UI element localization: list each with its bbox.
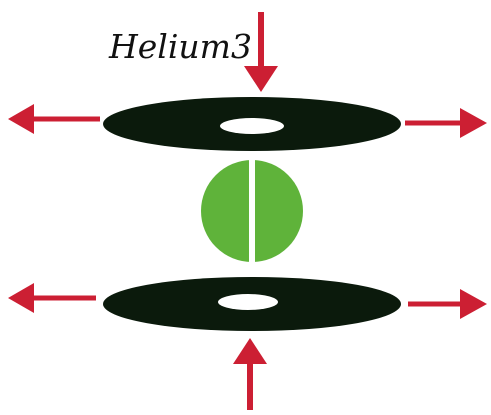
arrow-down-top — [244, 12, 278, 92]
arrow-head — [244, 66, 278, 92]
arrow-head — [8, 283, 34, 313]
arrow-head — [8, 104, 34, 134]
top-disc-hole — [220, 118, 284, 134]
bottom-disc-hole — [218, 294, 278, 310]
arrow-head — [233, 338, 267, 364]
helium3-sphere — [201, 158, 303, 264]
arrow-left-top — [8, 104, 100, 134]
sphere-split-line — [249, 158, 255, 264]
arrow-up-bottom — [233, 338, 267, 410]
helium3-label: Helium3 — [108, 27, 252, 66]
arrow-head — [460, 289, 487, 319]
bottom-disc — [103, 277, 401, 331]
arrow-head — [460, 108, 487, 138]
arrow-right-bottom — [408, 289, 487, 319]
arrow-right-top — [405, 108, 487, 138]
arrow-left-bottom — [8, 283, 96, 313]
top-disc — [103, 97, 401, 151]
